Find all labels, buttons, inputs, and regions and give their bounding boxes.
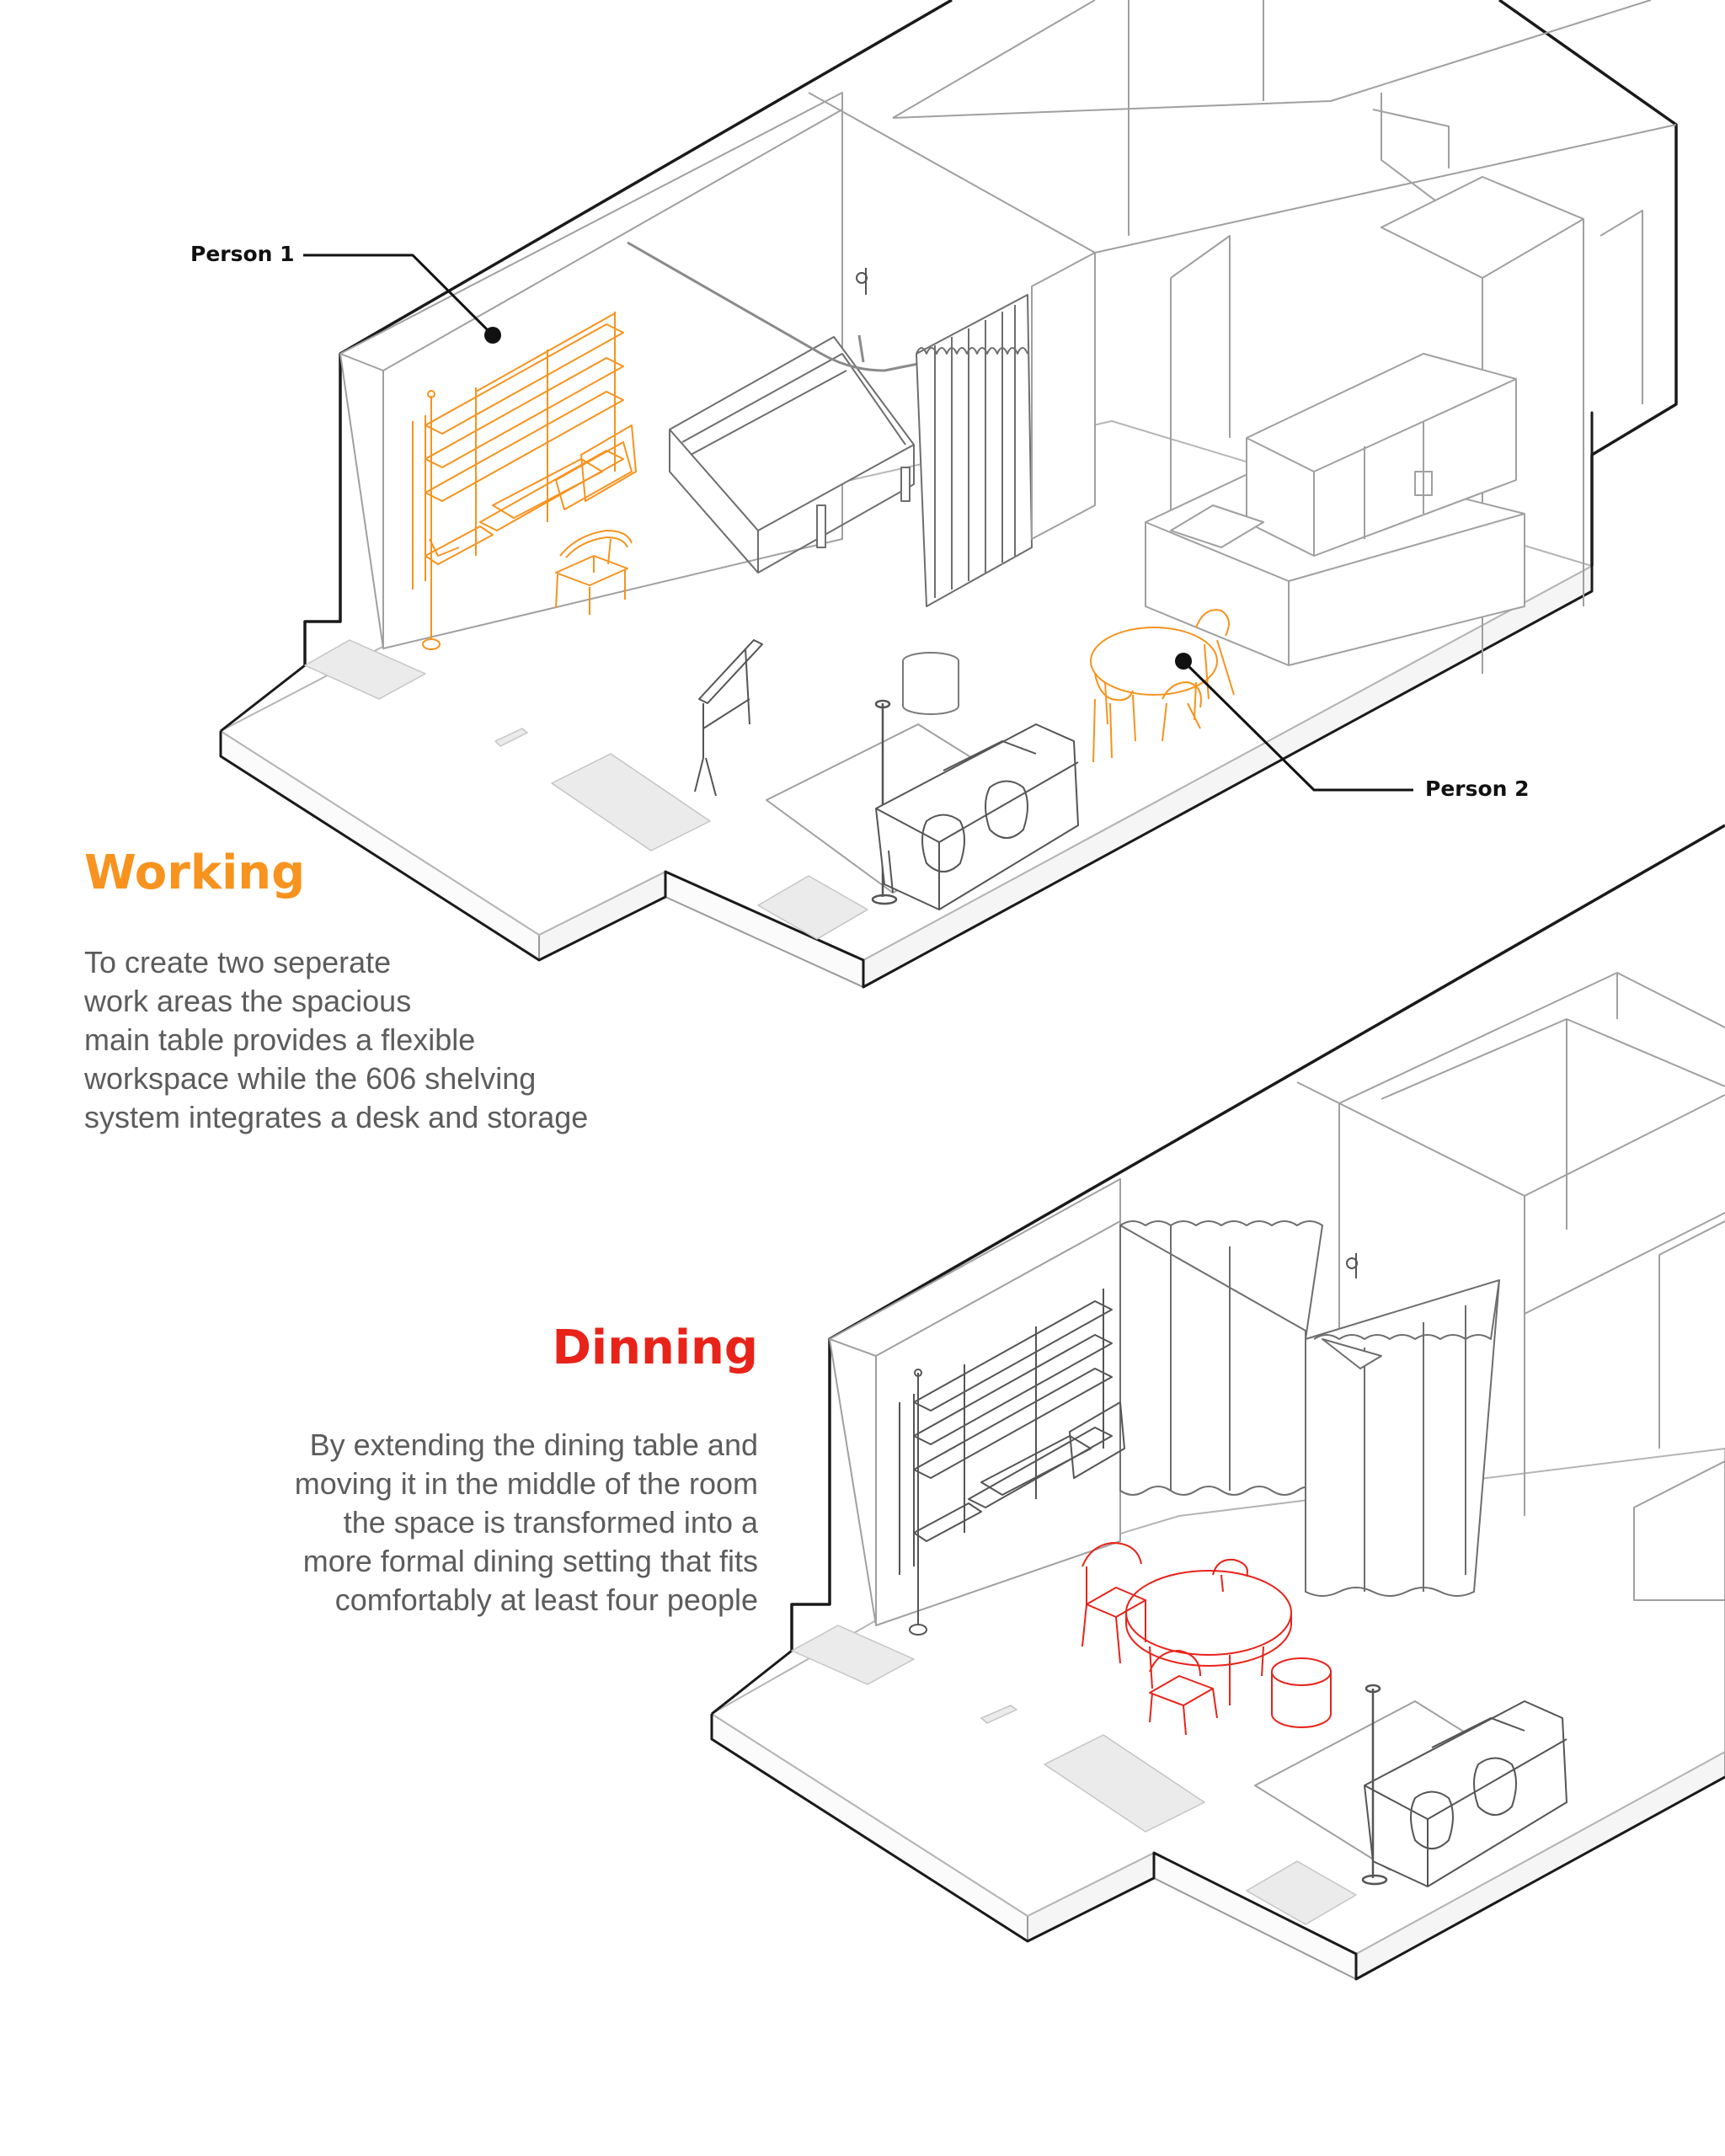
desk-chair-orange (555, 530, 633, 615)
back-walls (339, 0, 1677, 674)
pendant-lamp (902, 652, 959, 715)
dining-line-1: By extending the dining table and (309, 1428, 758, 1462)
working-line-1: To create two seperate (84, 945, 392, 979)
partition-wall (1031, 252, 1096, 540)
person1-label: Person 1 (190, 242, 295, 266)
shelving-unit-grey (899, 1289, 1125, 1636)
working-floorplan (219, 0, 1678, 989)
floor-patches-bottom (791, 1625, 1357, 1925)
outer-outline-bottom-top (790, 824, 1725, 1651)
dining-line-5: comfortably at least four people (334, 1582, 758, 1617)
dining-description: By extending the dining table and moving… (295, 1426, 758, 1620)
kitchen-unit (1145, 353, 1525, 666)
person1-marker (484, 327, 501, 344)
curtains-bottom (1119, 1220, 1500, 1597)
floor-lamp-bottom (1361, 1684, 1388, 1886)
outer-outline-bottom (710, 1714, 1725, 1981)
dining-line-3: the space is transformed into a (343, 1505, 758, 1540)
person2-leader (1182, 659, 1413, 792)
wall-lamp (856, 268, 868, 295)
bed (669, 336, 915, 574)
working-heading: Working (84, 846, 306, 900)
working-line-4: workspace while the 606 shelving (84, 1061, 537, 1096)
dining-heading: Dinning (552, 1321, 758, 1375)
person1-leader (303, 253, 494, 337)
outer-outline-right (1498, 0, 1678, 566)
side-table (694, 639, 763, 797)
floor-patches (304, 639, 868, 940)
dining-line-2: moving it in the middle of the room (294, 1466, 758, 1501)
folded-curtain (916, 294, 1033, 607)
outer-outline-top (303, 0, 953, 665)
person2-label: Person 2 (1425, 776, 1530, 801)
dining-floorplan (710, 824, 1725, 1981)
person2-marker (1175, 653, 1192, 670)
dining-table-orange (1090, 609, 1235, 763)
dining-line-4: more formal dining setting that fits (302, 1544, 758, 1578)
dining-set-red (1081, 1542, 1332, 1736)
working-description: To create two seperate work areas the sp… (84, 943, 588, 1137)
working-line-2: work areas the spacious (84, 984, 412, 1018)
working-line-5: system integrates a desk and storage (84, 1100, 589, 1134)
working-line-3: main table provides a flexible (84, 1022, 476, 1057)
shelving-unit-orange (412, 312, 637, 650)
sofa (875, 723, 1079, 910)
wall-lamp-bottom (1346, 1253, 1358, 1278)
curtain-rail (627, 241, 927, 372)
